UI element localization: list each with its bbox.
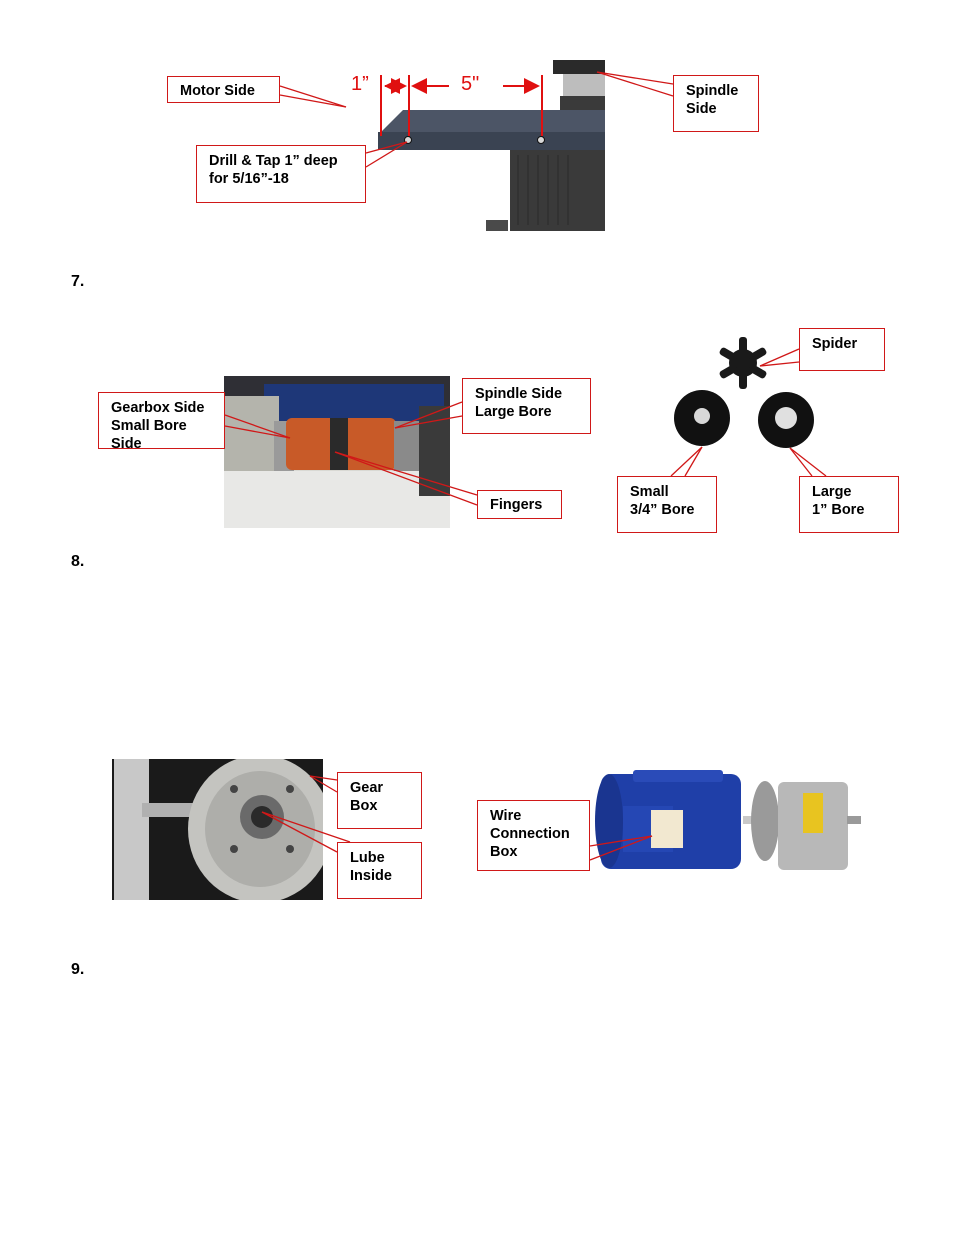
coupling-installed-photo: [224, 376, 450, 528]
step-7-number: 7.: [71, 273, 85, 290]
callout-spindle-side: Spindle Side: [673, 75, 759, 132]
callout-wire-connection-box: Wire Connection Box: [477, 800, 590, 871]
callout-fingers: Fingers: [477, 490, 562, 519]
step-8-number: 8.: [71, 553, 85, 570]
callout-drill-tap: Drill & Tap 1” deep for 5/16”-18: [196, 145, 366, 203]
callout-gearbox-side: Gearbox Side Small Bore Side: [98, 392, 225, 449]
callout-large-bore: Large 1” Bore: [799, 476, 899, 533]
callout-gear-box: Gear Box: [337, 772, 422, 829]
step-9-number: 9.: [71, 961, 85, 978]
gearbox-shaft-photo: [112, 759, 323, 900]
dimension-5-inch: 5": [461, 73, 480, 95]
motor-gearbox-photo: [593, 768, 868, 875]
dimension-1-inch: 1”: [351, 73, 369, 95]
callout-spindle-large-bore: Spindle Side Large Bore: [462, 378, 591, 434]
table-drill-photo: [378, 60, 605, 231]
callout-spider: Spider: [799, 328, 885, 371]
callout-small-bore: Small 3/4” Bore: [617, 476, 717, 533]
callout-motor-side: Motor Side: [167, 76, 280, 103]
coupling-parts-photo: [665, 335, 815, 455]
callout-lube-inside: Lube Inside: [337, 842, 422, 899]
